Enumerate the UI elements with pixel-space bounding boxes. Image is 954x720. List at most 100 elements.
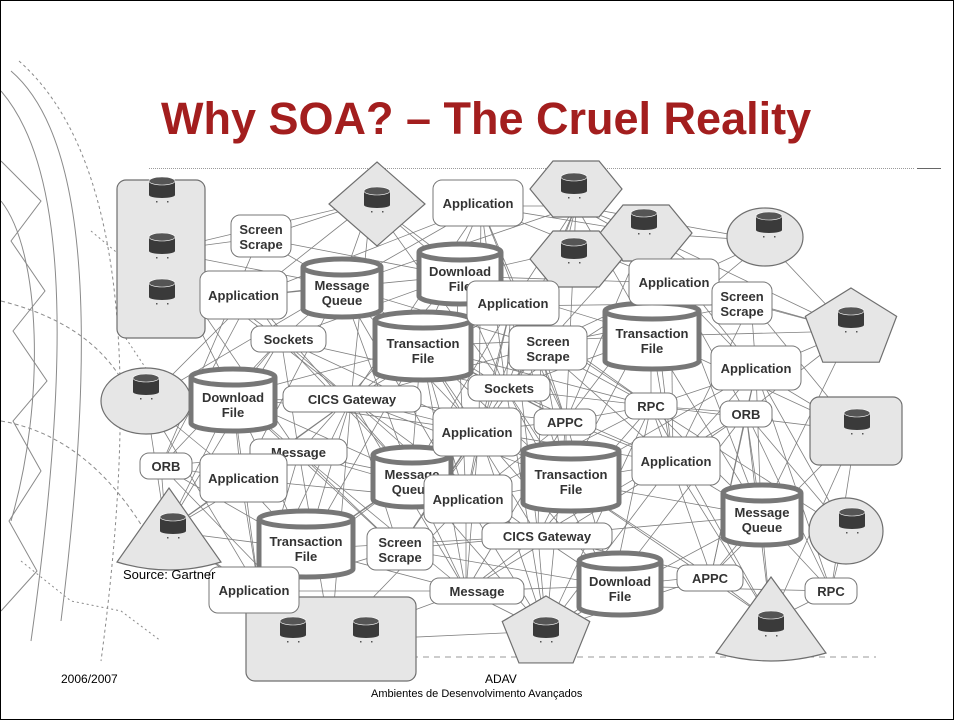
database-icon <box>532 616 560 643</box>
globe-sketch-decoration <box>1 60 162 662</box>
connector-label-text: Application <box>721 361 792 376</box>
connector-label-box <box>508 325 588 371</box>
connector-label: Application <box>710 345 802 391</box>
connector-label-box <box>366 527 434 571</box>
connection-line <box>650 405 712 577</box>
data-store-top <box>188 366 278 388</box>
data-store-line: Transaction <box>387 336 460 351</box>
data-store-line: File <box>560 482 582 497</box>
database-icon-dot <box>857 532 859 534</box>
connector-label-text: APPC <box>692 571 729 586</box>
connector-label: ORB <box>719 400 773 428</box>
connector-label-text: ORB <box>152 459 181 474</box>
data-store-line: File <box>449 279 471 294</box>
connector-label-text: Application <box>219 583 290 598</box>
database-icon <box>279 616 307 643</box>
connector-label-text: Application <box>442 425 513 440</box>
data-store-line: Message <box>735 505 790 520</box>
data-store-body <box>602 311 702 372</box>
connector-label-text: RPC <box>817 584 845 599</box>
database-icon <box>148 176 176 203</box>
database-icon <box>363 186 391 213</box>
connector-label: RPC <box>804 577 858 605</box>
data-store-line: Message <box>315 278 370 293</box>
database-icon-dot <box>776 635 778 637</box>
connector-label-box <box>208 566 300 614</box>
connector-label: Application <box>466 280 560 326</box>
connector-label-text: CICS Gateway <box>503 529 592 544</box>
database-icon-dot <box>167 201 169 203</box>
connector-label-box <box>432 407 522 457</box>
data-store-body <box>576 561 664 618</box>
database-icon-top <box>560 237 588 247</box>
connector-label-text: RPC <box>637 399 665 414</box>
data-store-line: File <box>641 341 663 356</box>
database-icon-top <box>757 610 785 620</box>
data-store-line: Transaction <box>270 534 343 549</box>
data-store-top <box>720 482 804 504</box>
connection-line <box>298 452 467 592</box>
connector-label-line: Screen <box>239 222 282 237</box>
connection-line <box>650 405 847 532</box>
database-icon-dot <box>649 233 651 235</box>
database-icon-dot <box>765 635 767 637</box>
database-icon-dot <box>371 211 373 213</box>
connector-label-text: APPC <box>547 415 584 430</box>
database-icon-top <box>148 278 176 288</box>
connector-label-box <box>804 577 858 605</box>
connector-label: Message <box>429 577 525 605</box>
source-note: Source: Gartner <box>123 567 216 582</box>
connector-label-line: Screen <box>378 535 421 550</box>
connector-label-box <box>631 436 721 486</box>
database-icon <box>838 507 866 534</box>
data-store-line: Queue <box>392 482 432 497</box>
system-node <box>116 179 206 339</box>
connection-line <box>465 305 512 502</box>
database-icon-dot <box>167 257 169 259</box>
database-icon-dot <box>540 641 542 643</box>
database-icon-top <box>279 616 307 626</box>
database-icon-dot <box>845 331 847 333</box>
footer-course-code: ADAV <box>485 672 517 686</box>
database-icon-dot <box>551 641 553 643</box>
database-icon-dot <box>360 641 362 643</box>
connector-label-line: Screen <box>720 289 763 304</box>
database-icon-dot <box>856 331 858 333</box>
database-icon <box>352 616 380 643</box>
data-store-line: Transaction <box>535 467 608 482</box>
system-node <box>726 207 804 267</box>
database-icon-top <box>532 616 560 626</box>
database-icon-dot <box>579 197 581 199</box>
connector-label-text: Application <box>208 471 279 486</box>
connector-label: Application <box>432 179 524 227</box>
connector-label-box <box>282 385 422 413</box>
database-icon-top <box>560 172 588 182</box>
system-node-shape <box>529 230 623 288</box>
database-icon-dot <box>579 262 581 264</box>
system-node <box>809 396 903 466</box>
data-store-line: Queue <box>742 520 782 535</box>
database-icon-dot <box>156 303 158 305</box>
connector-label-box <box>676 564 744 592</box>
connector-label-box <box>230 214 292 258</box>
connector-label-box <box>250 325 327 353</box>
data-store-line: Download <box>589 574 651 589</box>
connector-label-line: Screen <box>526 334 569 349</box>
connector-label: Application <box>631 436 721 486</box>
connector-label-box <box>710 345 802 391</box>
database-icon-dot <box>287 641 289 643</box>
system-node <box>529 230 623 288</box>
